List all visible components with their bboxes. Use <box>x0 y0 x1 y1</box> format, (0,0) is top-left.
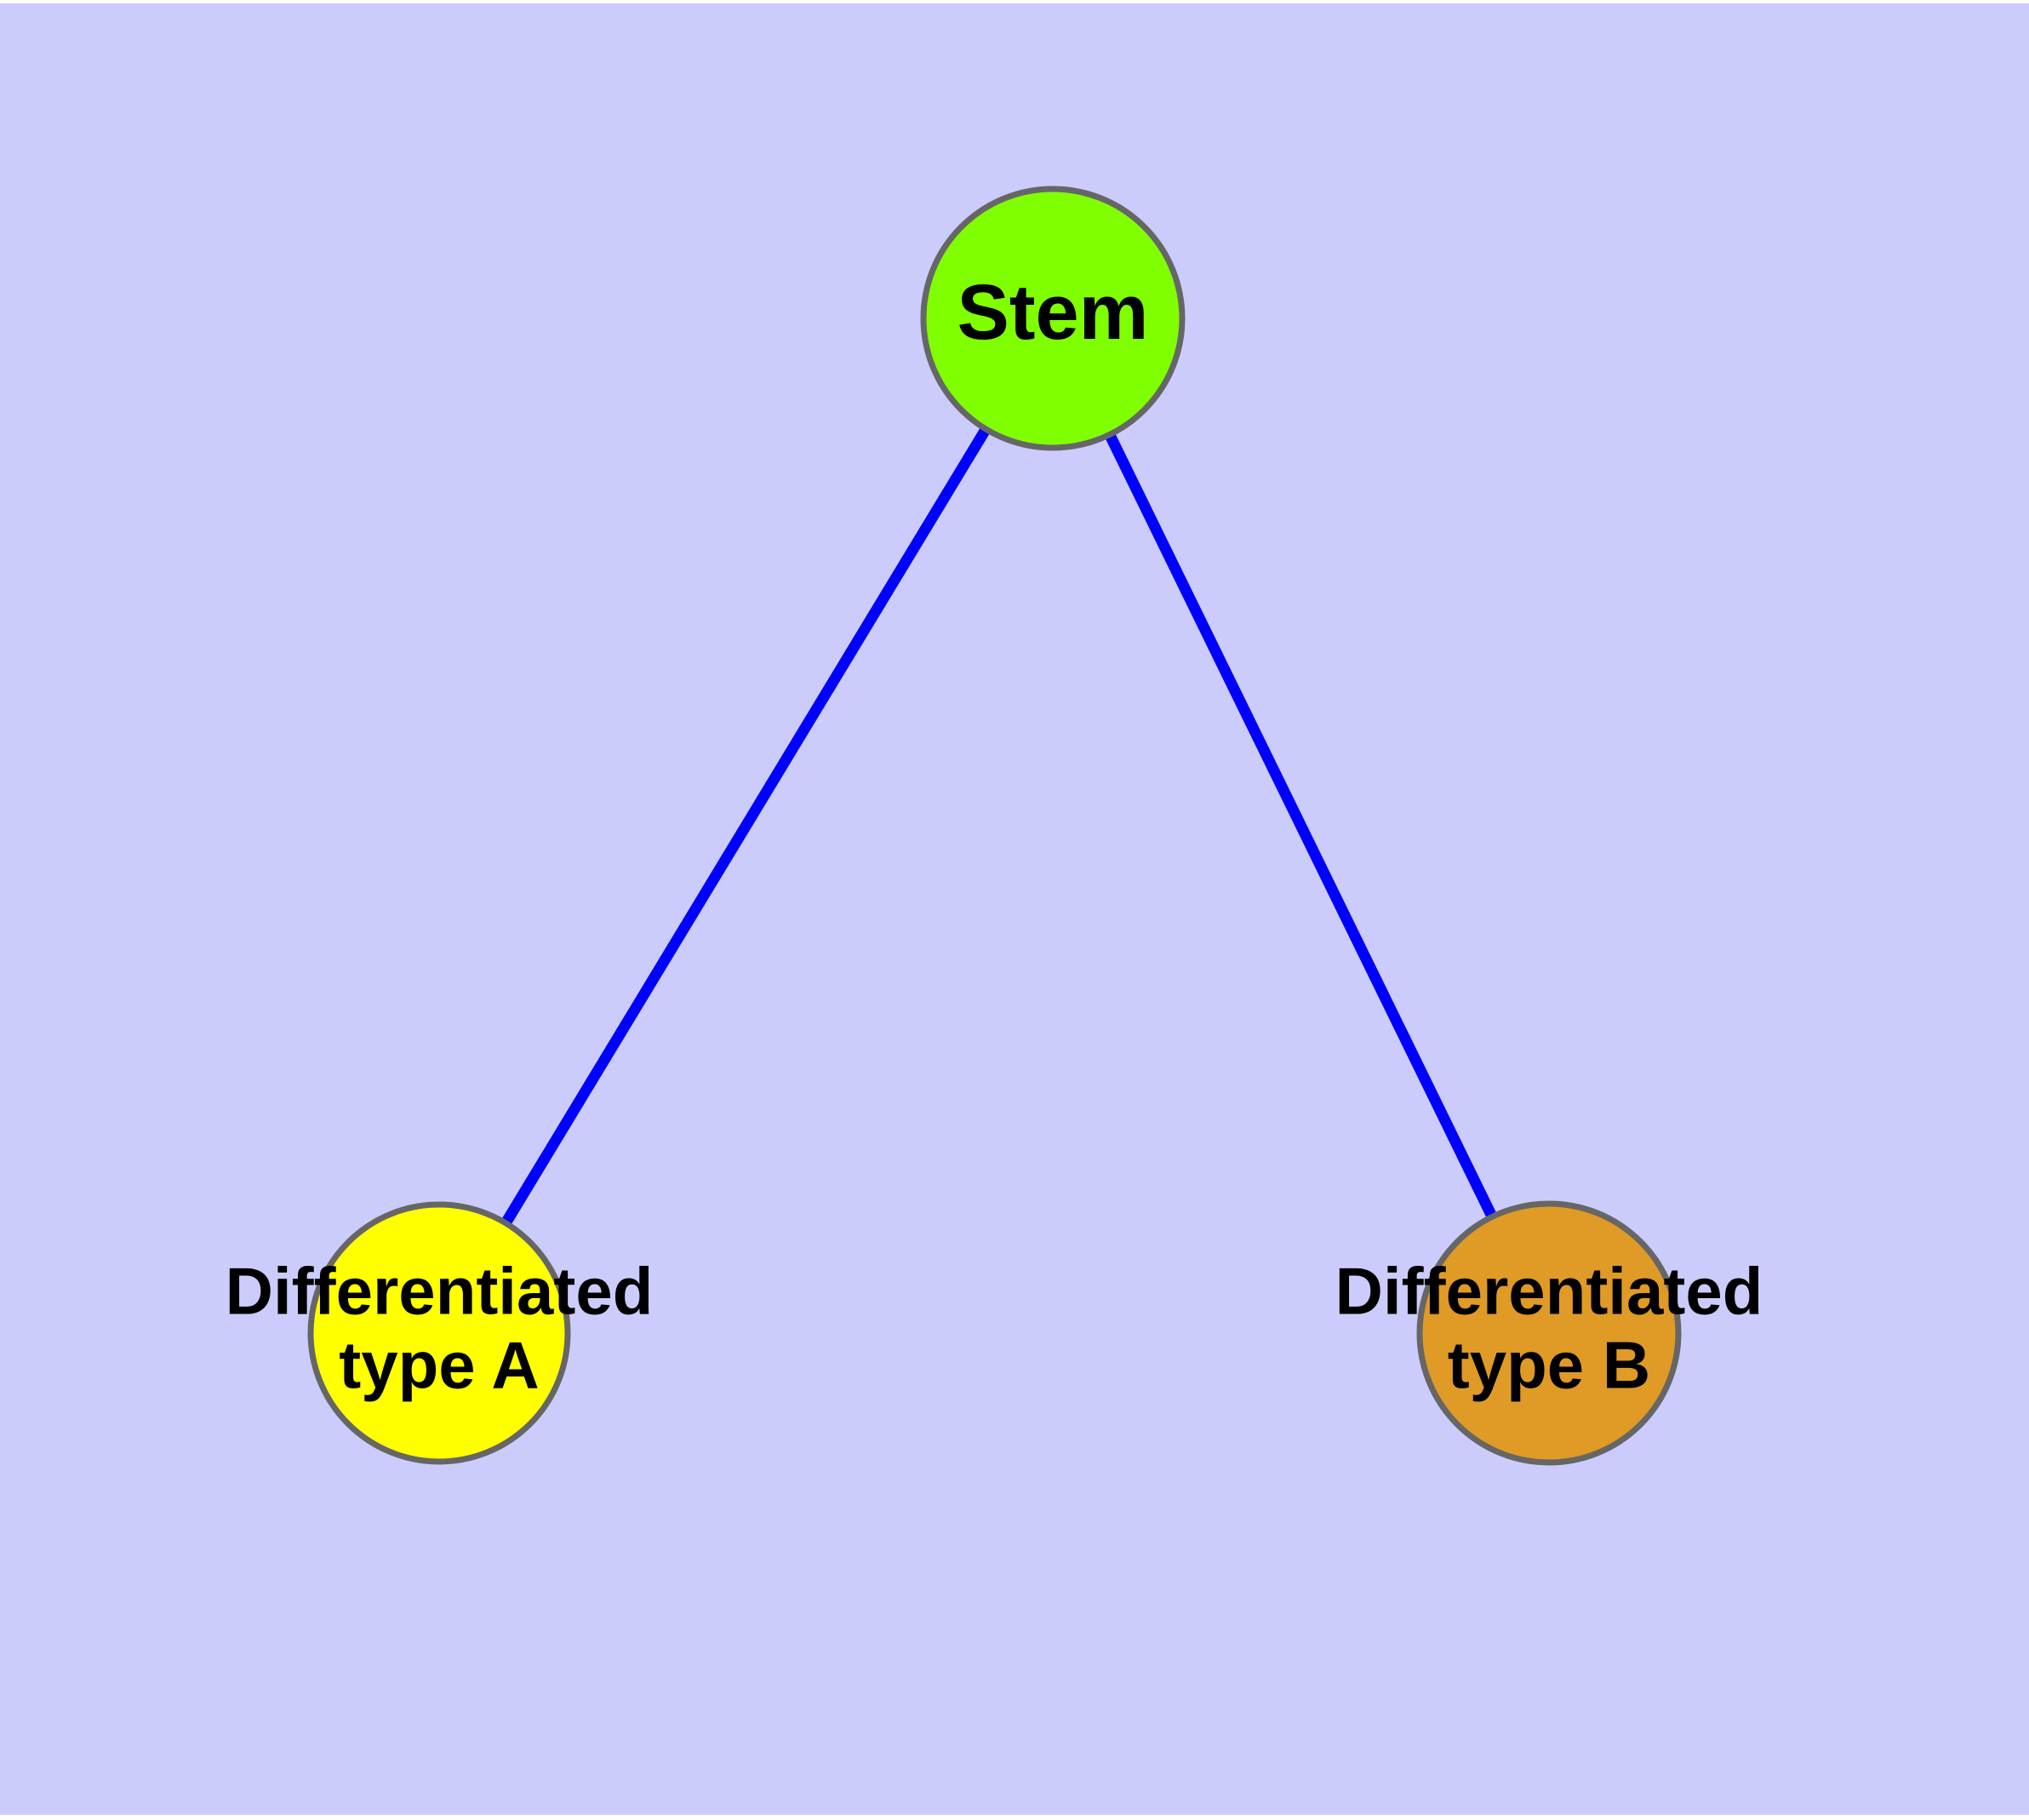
node-label-stem: Stem <box>957 269 1149 356</box>
edges-layer <box>501 427 1497 1225</box>
node-label-line: Differentiated <box>226 1253 654 1328</box>
node-label-line: type B <box>1448 1327 1650 1402</box>
node-label-line: Stem <box>957 269 1149 356</box>
edge-stem-diff-a[interactable] <box>501 427 990 1225</box>
edge-stem-diff-b[interactable] <box>1105 433 1497 1218</box>
node-circle-stem[interactable] <box>920 186 1186 451</box>
node-label-line: type A <box>339 1327 540 1402</box>
node-stem[interactable]: Stem <box>920 186 1186 451</box>
node-circle-diff-b[interactable] <box>1416 1200 1682 1466</box>
node-label-line: Differentiated <box>1335 1253 1763 1328</box>
node-circle-diff-a[interactable] <box>307 1201 571 1465</box>
